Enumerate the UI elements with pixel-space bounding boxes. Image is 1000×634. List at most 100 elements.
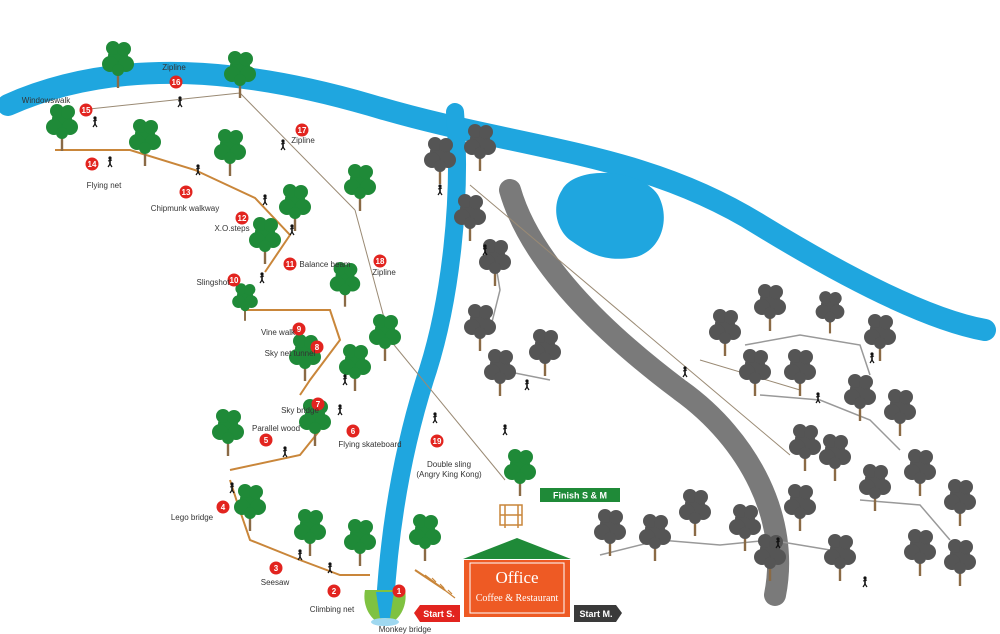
tree-icon bbox=[279, 184, 311, 231]
people-layer bbox=[92, 96, 875, 588]
station-sublabel: (Angry King Kong) bbox=[416, 470, 482, 479]
tree-icon bbox=[504, 449, 536, 496]
station-badge bbox=[310, 340, 324, 354]
tree-icon bbox=[329, 262, 361, 307]
tree-icon bbox=[484, 349, 516, 396]
station-marker-5[interactable]: 5 Parallel wood bbox=[252, 424, 300, 447]
station-number: 6 bbox=[351, 427, 356, 436]
tree-icon bbox=[594, 509, 626, 556]
person-icon bbox=[262, 194, 268, 206]
station-number: 3 bbox=[274, 564, 279, 573]
finish-sign[interactable]: Finish S & M bbox=[540, 488, 620, 502]
tree-icon bbox=[679, 489, 711, 536]
station-number: 14 bbox=[88, 160, 97, 169]
office-building[interactable]: Office Coffee & Restaurant bbox=[463, 538, 571, 617]
station-number: 17 bbox=[298, 126, 307, 135]
station-label: Sky net tunnel bbox=[265, 349, 316, 358]
tree-icon bbox=[815, 291, 845, 334]
tree-icon bbox=[344, 164, 376, 211]
tree-icon bbox=[709, 309, 741, 356]
station-marker-16[interactable]: 16 Zipline bbox=[162, 63, 186, 89]
tree-icon bbox=[464, 304, 496, 351]
start-s-sign[interactable]: Start S. bbox=[414, 605, 460, 622]
person-icon bbox=[177, 96, 183, 108]
station-badge bbox=[85, 157, 99, 171]
person-icon bbox=[337, 404, 343, 416]
tree-icon bbox=[454, 194, 486, 241]
station-marker-12[interactable]: 12X.O.steps bbox=[214, 211, 250, 234]
station-number: 5 bbox=[264, 436, 269, 445]
tree-icon bbox=[129, 119, 161, 166]
station-badge bbox=[292, 322, 306, 336]
station-label: Parallel wood bbox=[252, 424, 300, 433]
gray-trees bbox=[424, 124, 976, 586]
station-label: Zipline bbox=[162, 63, 186, 72]
tree-icon bbox=[789, 424, 821, 471]
tree-icon bbox=[46, 104, 78, 151]
station-badge bbox=[311, 397, 325, 411]
tree-icon bbox=[424, 137, 456, 184]
station-label: Slingshot bbox=[197, 278, 231, 287]
finish-platform-icon bbox=[499, 504, 523, 528]
person-icon bbox=[195, 164, 201, 176]
person-icon bbox=[502, 424, 508, 436]
station-badge bbox=[392, 584, 406, 598]
tree-icon bbox=[754, 284, 786, 331]
office-subtitle: Coffee & Restaurant bbox=[476, 593, 559, 604]
start-s-label: Start S. bbox=[423, 609, 455, 619]
waterfall-icon bbox=[364, 590, 406, 626]
person-icon bbox=[92, 116, 98, 128]
station-badge bbox=[169, 75, 183, 89]
tree-icon bbox=[864, 314, 896, 361]
station-number: 4 bbox=[221, 503, 226, 512]
start-m-sign[interactable]: Start M. bbox=[574, 605, 622, 622]
tree-icon bbox=[479, 239, 511, 286]
tree-icon bbox=[339, 344, 371, 391]
station-label: X.O.steps bbox=[214, 224, 249, 233]
finish-label: Finish S & M bbox=[553, 491, 607, 501]
person-icon bbox=[342, 374, 348, 386]
station-number: 10 bbox=[230, 276, 239, 285]
person-icon bbox=[815, 392, 821, 404]
station-label: Chipmunk walkway bbox=[151, 204, 219, 213]
tree-icon bbox=[904, 449, 936, 496]
station-number: 12 bbox=[238, 214, 247, 223]
tree-icon bbox=[294, 509, 326, 556]
station-number: 18 bbox=[376, 257, 385, 266]
tree-icon bbox=[409, 514, 441, 561]
tree-icon bbox=[289, 334, 321, 381]
tree-icon bbox=[904, 529, 936, 576]
person-icon bbox=[297, 549, 303, 561]
station-label: Lego bridge bbox=[171, 513, 214, 522]
station-number: 16 bbox=[172, 78, 181, 87]
station-label: Zipline bbox=[372, 268, 396, 277]
tree-icon bbox=[784, 484, 816, 531]
gray-trail bbox=[499, 179, 790, 606]
person-icon bbox=[229, 482, 235, 494]
station-number: 7 bbox=[316, 400, 321, 409]
person-icon bbox=[327, 562, 333, 574]
station-number: 2 bbox=[332, 587, 337, 596]
station-badge bbox=[430, 434, 444, 448]
person-icon bbox=[437, 184, 443, 196]
tree-icon bbox=[639, 514, 671, 561]
station-label: Flying net bbox=[87, 181, 122, 190]
